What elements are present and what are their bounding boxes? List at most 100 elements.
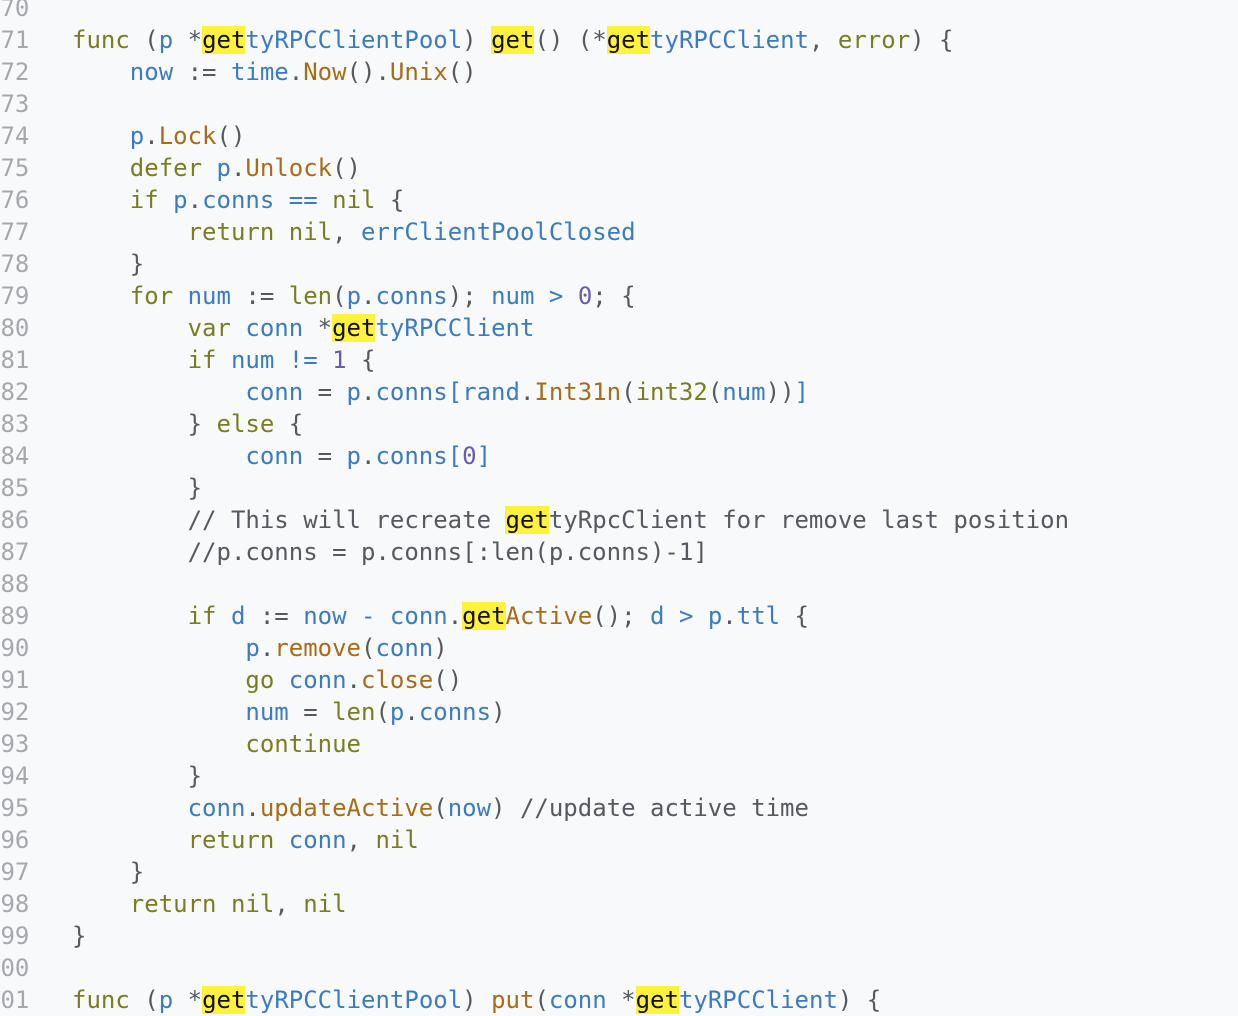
code-token: * [173, 986, 203, 1014]
code-text: func (p *gettyRPCClientPool) get() (*get… [72, 24, 954, 56]
code-token: = [303, 378, 347, 406]
code-line[interactable]: 380 var conn *gettyRPCClient [0, 312, 1238, 344]
code-token: Now [303, 58, 347, 86]
code-line[interactable]: 379 for num := len(p.conns); num > 0; { [0, 280, 1238, 312]
code-token: p [173, 186, 188, 214]
code-line[interactable]: 401func (p *gettyRPCClientPool) put(conn… [0, 984, 1238, 1016]
line-number: 378 [0, 250, 30, 278]
code-line[interactable]: 381 if num != 1 { [0, 344, 1238, 376]
code-token: . [346, 666, 361, 694]
line-number: 389 [0, 602, 30, 630]
code-token: conn [375, 634, 434, 662]
code-token: () [433, 666, 463, 694]
code-token: Unlock [245, 154, 333, 182]
code-text: conn = p.conns[0] [72, 440, 491, 472]
code-token: tyRPCClientPool [245, 26, 463, 54]
code-text: p.Lock() [72, 120, 246, 152]
code-token: ( [621, 378, 636, 406]
code-token: . [722, 602, 737, 630]
code-token: ) [462, 986, 492, 1014]
code-token: return [187, 218, 275, 246]
code-token: put [491, 986, 535, 1014]
code-line[interactable]: 372 now := time.Now().Unix() [0, 56, 1238, 88]
code-token [72, 58, 130, 86]
code-line[interactable]: 399} [0, 920, 1238, 952]
code-line[interactable]: 377 return nil, errClientPoolClosed [0, 216, 1238, 248]
code-token: != [288, 346, 318, 374]
code-line[interactable]: 400 [0, 952, 1238, 984]
code-line[interactable]: 386 // This will recreate gettyRpcClient… [0, 504, 1238, 536]
code-token: //p.conns = p.conns[:len(p.conns)-1] [72, 538, 708, 566]
code-token: num [722, 378, 766, 406]
code-line[interactable]: 376 if p.conns == nil { [0, 184, 1238, 216]
code-token: ) { [910, 26, 954, 54]
code-line[interactable]: 371func (p *gettyRPCClientPool) get() (*… [0, 24, 1238, 56]
code-line[interactable]: 390 p.remove(conn) [0, 632, 1238, 664]
code-token: Int31n [534, 378, 622, 406]
search-highlight: get [606, 26, 651, 54]
code-token: p [245, 634, 260, 662]
code-line[interactable]: 394 } [0, 760, 1238, 792]
code-line[interactable]: 388 [0, 568, 1238, 600]
code-token: Active [505, 602, 593, 630]
code-line[interactable]: 396 return conn, nil [0, 824, 1238, 856]
code-token: ; { [592, 282, 636, 310]
code-line[interactable]: 374 p.Lock() [0, 120, 1238, 152]
code-token [217, 346, 231, 374]
code-token: if [129, 186, 159, 214]
code-token: p [158, 986, 174, 1014]
code-token: * [173, 26, 203, 54]
code-line[interactable]: 385 } [0, 472, 1238, 504]
line-number: 398 [0, 890, 30, 918]
code-line[interactable]: 375 defer p.Unlock() [0, 152, 1238, 184]
code-token: remove [274, 634, 361, 662]
code-token: conns[rand [375, 378, 520, 406]
code-token: conns[ [375, 442, 463, 470]
code-token: (). [346, 58, 390, 86]
code-token: p [346, 442, 361, 470]
code-line[interactable]: 370 [0, 0, 1238, 24]
code-token: conn [389, 602, 448, 630]
code-line[interactable]: 392 num = len(p.conns) [0, 696, 1238, 728]
code-token: else [216, 410, 275, 438]
code-line[interactable]: 378 } [0, 248, 1238, 280]
code-token: d [650, 602, 665, 630]
code-token: ( [129, 986, 159, 1014]
code-text: p.remove(conn) [72, 632, 447, 664]
code-line[interactable]: 397 } [0, 856, 1238, 888]
code-token [318, 346, 332, 374]
code-text: if num != 1 { [72, 344, 376, 376]
code-token: , [809, 26, 838, 54]
line-number: 377 [0, 218, 30, 246]
code-line[interactable]: 391 go conn.close() [0, 664, 1238, 696]
code-token: . [361, 442, 376, 470]
code-line[interactable]: 387 //p.conns = p.conns[:len(p.conns)-1] [0, 536, 1238, 568]
code-token [72, 314, 188, 342]
code-token: conn [245, 314, 304, 342]
code-token: { [274, 410, 304, 438]
code-token: return [129, 890, 217, 918]
code-token: . [230, 154, 246, 182]
line-number: 401 [0, 986, 30, 1014]
code-token [72, 346, 188, 374]
code-line[interactable]: 373 [0, 88, 1238, 120]
code-token [347, 602, 361, 630]
code-token: tyRPCClientPool [245, 986, 463, 1014]
code-token: nil [375, 826, 419, 854]
code-line[interactable]: 395 conn.updateActive(now) //update acti… [0, 792, 1238, 824]
code-token: ( [433, 794, 448, 822]
code-token: func [72, 26, 130, 54]
code-line[interactable]: 398 return nil, nil [0, 888, 1238, 920]
code-line[interactable]: 389 if d := now - conn.getActive(); d > … [0, 600, 1238, 632]
code-line[interactable]: 384 conn = p.conns[0] [0, 440, 1238, 472]
code-line[interactable]: 383 } else { [0, 408, 1238, 440]
line-number: 388 [0, 570, 30, 598]
code-token: Unix [389, 58, 448, 86]
code-token: ) [491, 794, 520, 822]
code-token: ] [476, 442, 492, 470]
code-line[interactable]: 393 continue [0, 728, 1238, 760]
code-token [72, 186, 130, 214]
code-line[interactable]: 382 conn = p.conns[rand.Int31n(int32(num… [0, 376, 1238, 408]
line-number: 370 [0, 0, 30, 22]
